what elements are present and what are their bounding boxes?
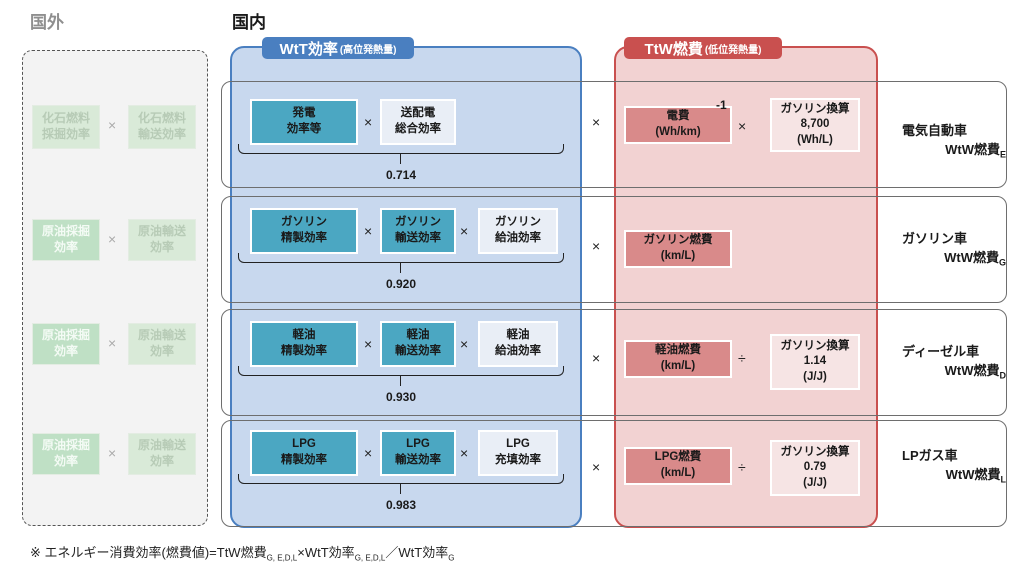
wtt-value: 0.930	[386, 390, 417, 404]
wtw-label: WtW燃費E	[945, 141, 1006, 160]
wtt-brace	[238, 253, 564, 263]
wtt-brace-stem	[400, 376, 402, 386]
times-operator: ×	[108, 117, 117, 133]
wtt-brace-stem	[400, 154, 402, 164]
foreign-box: 化石燃料 採掘効率	[32, 105, 100, 149]
ttw-conversion-box: ガソリン換算 0.79 (J/J)	[770, 440, 860, 496]
result-label-ev: 電気自動車 WtW燃費E	[902, 122, 1006, 162]
wtt-panel-title: WtT効率(高位発熱量)	[262, 37, 414, 59]
wtt-box: ガソリン 輸送効率	[380, 208, 456, 254]
wtt-value: 0.983	[386, 498, 417, 512]
ttw-fuel-box: 電費 (Wh/km)	[624, 106, 732, 144]
vehicle-type: ガソリン車	[902, 231, 968, 246]
times-operator: ×	[108, 445, 117, 461]
exponent: -1	[716, 98, 727, 112]
wtt-box: 発電 効率等	[250, 99, 358, 145]
result-label-gasoline: ガソリン車 WtW燃費G	[902, 230, 1006, 270]
ttw-conversion-box: ガソリン換算 8,700 (Wh/L)	[770, 98, 860, 152]
times-operator: ×	[364, 223, 373, 239]
wtt-brace-stem	[400, 263, 402, 273]
row-frame-lpg	[221, 420, 1007, 527]
wtt-box: 軽油 輸送効率	[380, 321, 456, 367]
foreign-box: 原油輸送 効率	[128, 433, 196, 475]
footnote: ※ エネルギー消費効率(燃費値)=TtW燃費G, E,D,L×WtT効率G, E…	[30, 545, 455, 563]
times-operator: ×	[738, 118, 747, 134]
wtt-title-main: WtT効率	[279, 40, 338, 58]
times-operator: ×	[108, 231, 117, 247]
times-operator: ×	[592, 350, 601, 366]
wtw-label: WtW燃費G	[944, 249, 1006, 268]
foreign-box: 原油採掘 効率	[32, 433, 100, 475]
foreign-box: 原油採掘 効率	[32, 323, 100, 365]
times-operator: ×	[592, 459, 601, 475]
wtt-brace-stem	[400, 484, 402, 494]
wtt-brace	[238, 144, 564, 154]
foreign-box: 原油輸送 効率	[128, 219, 196, 261]
wtt-box: ガソリン 給油効率	[478, 208, 558, 254]
wtt-box: 軽油 精製効率	[250, 321, 358, 367]
wtt-value: 0.920	[386, 277, 417, 291]
result-label-lpg: LPガス車 WtW燃費L	[902, 447, 1006, 487]
wtt-value: 0.714	[386, 168, 417, 182]
wtt-box: ガソリン 精製効率	[250, 208, 358, 254]
times-operator: ×	[108, 335, 117, 351]
wtt-box: 軽油 給油効率	[478, 321, 558, 367]
wtw-label: WtW燃費D	[944, 362, 1006, 381]
ttw-title-sub: (低位発熱量)	[704, 44, 762, 56]
ttw-fuel-box: LPG燃費 (km/L)	[624, 447, 732, 485]
times-operator: ×	[592, 114, 601, 130]
times-operator: ×	[364, 445, 373, 461]
foreign-box: 化石燃料 輸送効率	[128, 105, 196, 149]
divide-operator: ÷	[738, 350, 746, 366]
times-operator: ×	[460, 445, 469, 461]
ttw-conversion-box: ガソリン換算 1.14 (J/J)	[770, 334, 860, 390]
times-operator: ×	[460, 336, 469, 352]
times-operator: ×	[592, 238, 601, 254]
ttw-fuel-box: ガソリン燃費 (km/L)	[624, 230, 732, 268]
wtw-label: WtW燃費L	[945, 466, 1006, 485]
times-operator: ×	[364, 114, 373, 130]
wtt-brace	[238, 474, 564, 484]
ttw-panel-title: TtW燃費(低位発熱量)	[624, 37, 782, 59]
vehicle-type: LPガス車	[902, 448, 958, 463]
times-operator: ×	[460, 223, 469, 239]
wtt-brace	[238, 366, 564, 376]
row-frame-gasoline	[221, 196, 1007, 303]
foreign-header: 国外	[30, 13, 64, 32]
wtt-box: LPG 精製効率	[250, 430, 358, 476]
wtt-box: LPG 充填効率	[478, 430, 558, 476]
ttw-title-main: TtW燃費	[644, 40, 703, 58]
domestic-header: 国内	[232, 13, 266, 32]
result-label-diesel: ディーゼル車 WtW燃費D	[902, 343, 1006, 383]
ttw-fuel-box: 軽油燃費 (km/L)	[624, 340, 732, 378]
wtt-box: LPG 輸送効率	[380, 430, 456, 476]
row-frame-diesel	[221, 309, 1007, 416]
foreign-box: 原油採掘 効率	[32, 219, 100, 261]
vehicle-type: ディーゼル車	[902, 344, 980, 359]
times-operator: ×	[364, 336, 373, 352]
vehicle-type: 電気自動車	[902, 123, 968, 138]
foreign-box: 原油輸送 効率	[128, 323, 196, 365]
wtt-box: 送配電 総合効率	[380, 99, 456, 145]
wtt-title-sub: (高位発熱量)	[339, 44, 397, 56]
row-frame-ev	[221, 81, 1007, 188]
divide-operator: ÷	[738, 459, 746, 475]
